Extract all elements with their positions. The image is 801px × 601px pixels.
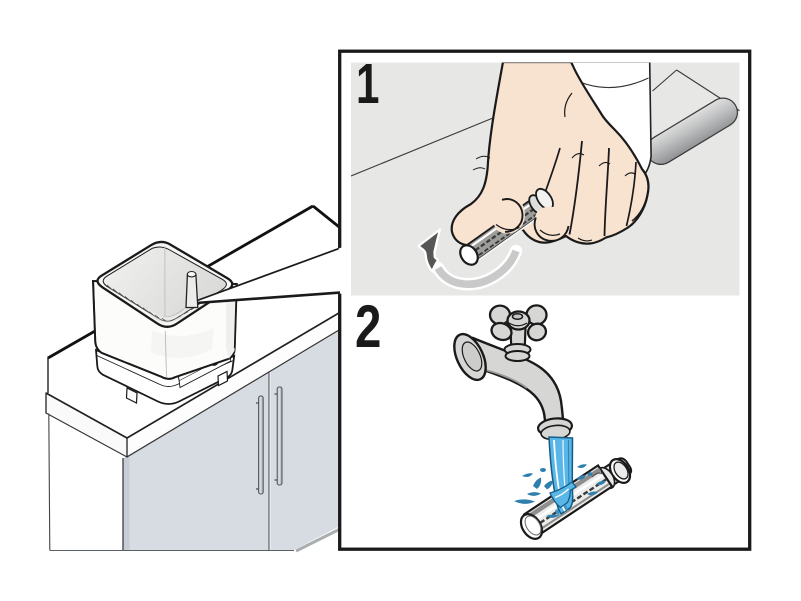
svg-text:1: 1 [356,52,379,116]
svg-text:2: 2 [355,294,381,361]
